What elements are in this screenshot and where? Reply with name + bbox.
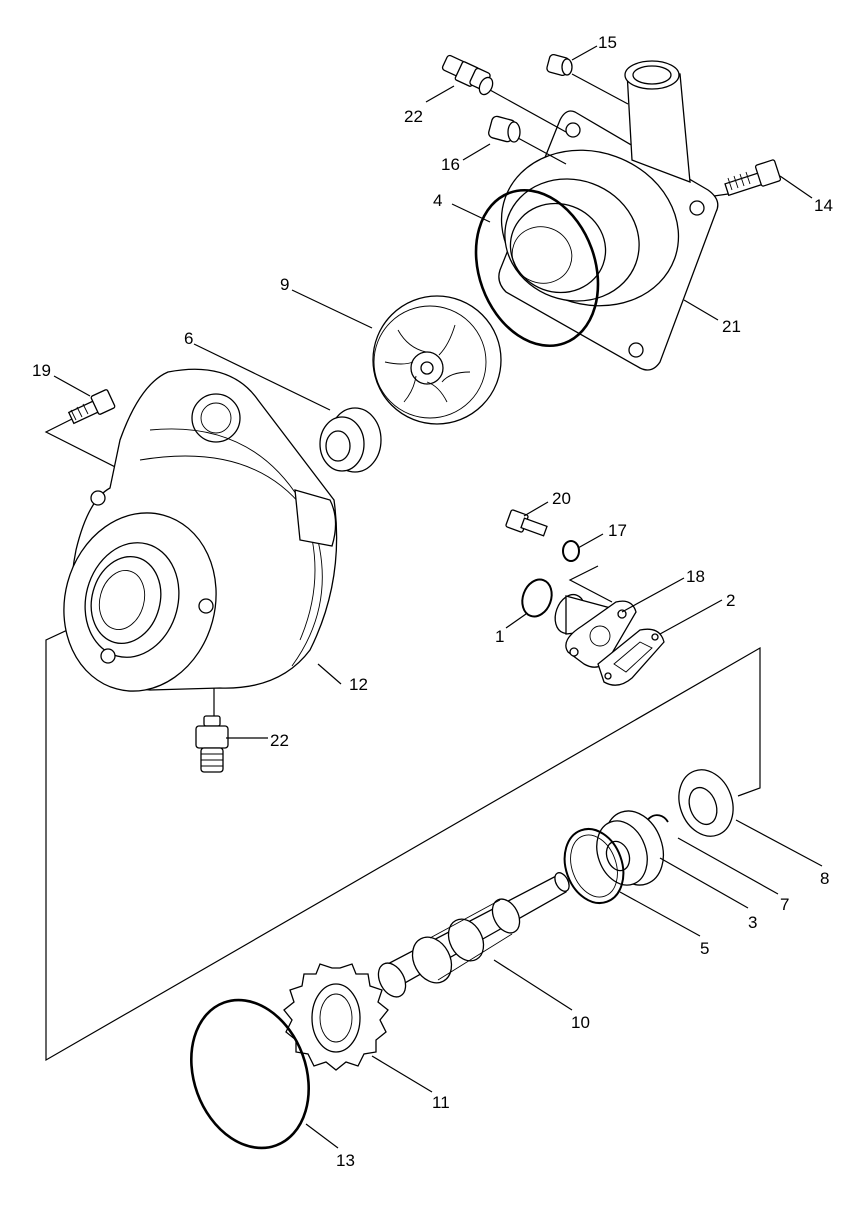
part-9-impeller	[372, 295, 502, 425]
callout-4: 4	[433, 191, 442, 210]
leader-lines	[53, 45, 823, 1149]
part-10-shaft	[377, 872, 570, 998]
callout-15: 15	[598, 33, 617, 52]
part-21-pump-cover	[498, 60, 719, 371]
callout-12: 12	[349, 675, 368, 694]
part-3-bearing	[596, 810, 664, 886]
part-4-o-ring	[474, 188, 600, 348]
part-16-plug	[488, 115, 521, 143]
part-1-o-ring	[521, 578, 553, 618]
callout-14: 14	[814, 196, 833, 215]
callout-8: 8	[820, 869, 829, 888]
part-12-pump-housing	[63, 368, 338, 692]
callout-numbers: 1 2 3 4 5 6 7 8 9 10 11 12 13 14 15 16 1…	[32, 33, 833, 1170]
part-20-bolt	[505, 509, 548, 537]
part-13-o-ring	[190, 998, 310, 1150]
callout-21: 21	[722, 317, 741, 336]
callout-2: 2	[726, 591, 735, 610]
callout-17: 17	[608, 521, 627, 540]
part-15-plug	[546, 53, 573, 77]
callout-22-upper: 22	[404, 107, 423, 126]
part-22-fitting-upper	[441, 54, 494, 96]
callout-10: 10	[571, 1013, 590, 1032]
part-5-circlip	[563, 828, 625, 904]
callout-1: 1	[495, 627, 504, 646]
callout-13: 13	[336, 1151, 355, 1170]
callout-18: 18	[686, 567, 705, 586]
part-8-seal-ring	[678, 769, 734, 837]
part-11-gear	[283, 963, 389, 1071]
callout-7: 7	[780, 895, 789, 914]
callout-6: 6	[184, 329, 193, 348]
callout-19: 19	[32, 361, 51, 380]
callout-9: 9	[280, 275, 289, 294]
part-2-gasket	[597, 628, 665, 686]
callout-16: 16	[441, 155, 460, 174]
part-17-o-ring	[562, 540, 580, 562]
callout-5: 5	[700, 939, 709, 958]
callout-20: 20	[552, 489, 571, 508]
part-19-bolt	[67, 389, 116, 425]
part-22-fitting-lower	[195, 715, 229, 773]
part-6-seal	[319, 407, 382, 473]
part-18-flange-pipe	[554, 593, 637, 668]
callout-11: 11	[432, 1093, 450, 1112]
callout-3: 3	[748, 913, 757, 932]
part-14-bolt	[724, 159, 782, 197]
callout-22-lower: 22	[270, 731, 289, 750]
